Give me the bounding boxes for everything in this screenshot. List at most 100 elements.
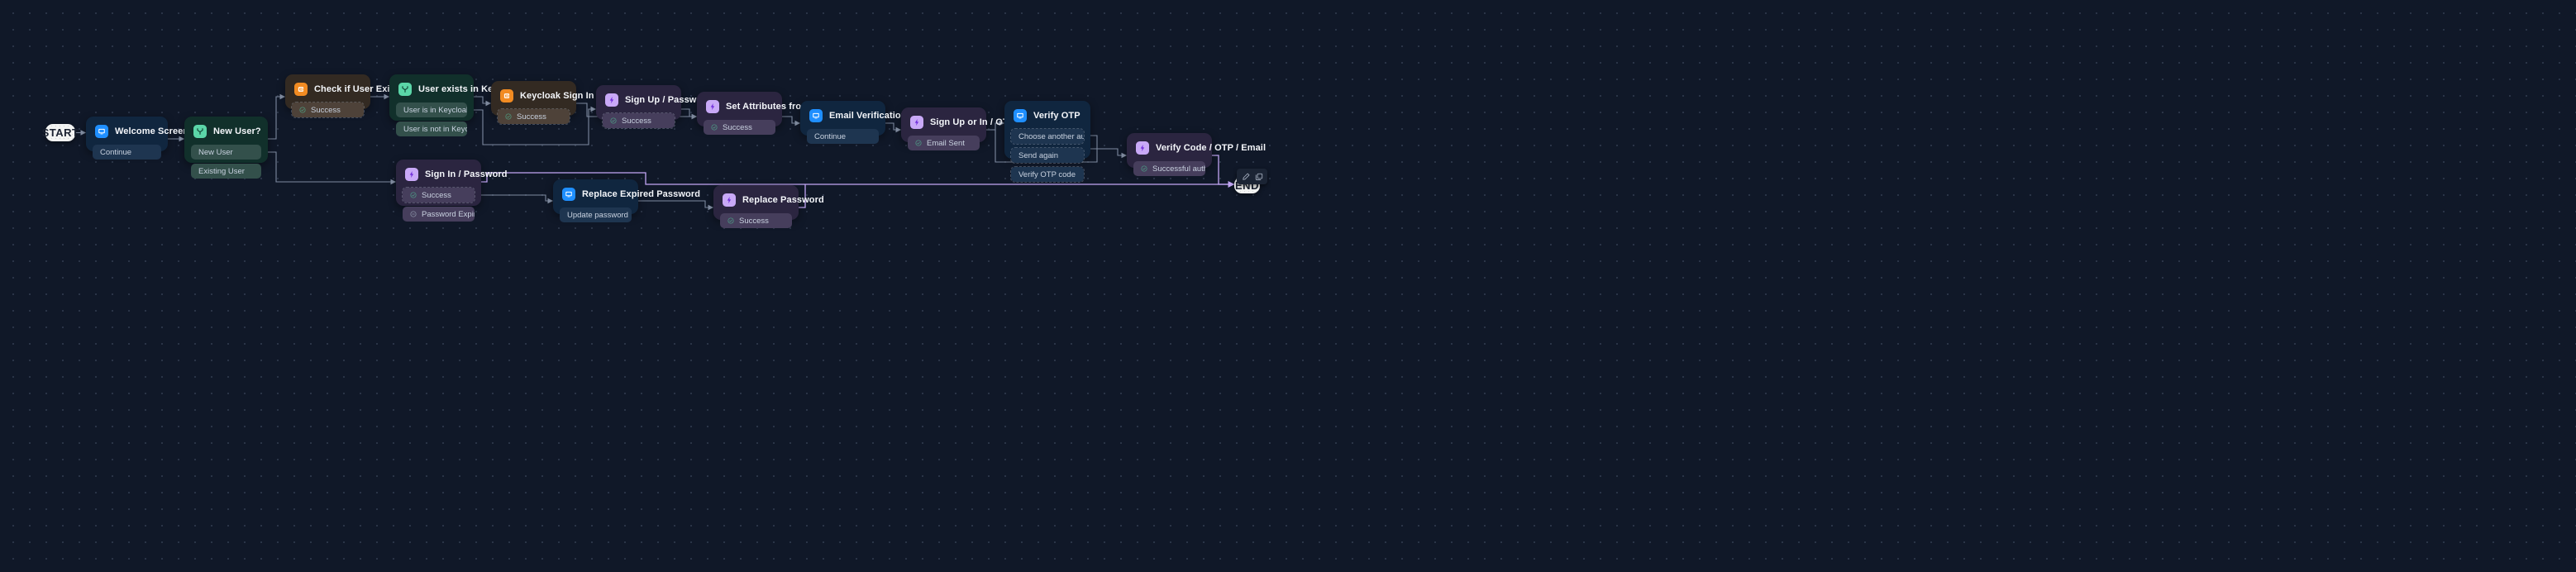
node-row[interactable]: Email Sent <box>908 136 980 150</box>
keycloak-icon <box>500 89 513 102</box>
node-row-label: Success <box>739 216 769 226</box>
node-title: Verify OTP <box>1033 111 1080 121</box>
node-header: Sign In / Password <box>403 166 508 181</box>
check-circle-icon <box>410 192 417 198</box>
node-row-label: Choose another authenticati... <box>1018 131 1084 141</box>
node-title: Sign Up / Password <box>625 95 712 105</box>
node-row[interactable]: Continue <box>93 145 161 160</box>
node-row[interactable]: Send again <box>1010 147 1085 164</box>
node-title: Replace Expired Password <box>582 189 701 199</box>
node-row[interactable]: Success <box>720 213 792 228</box>
node-row[interactable]: Verify OTP code <box>1010 166 1085 183</box>
bolt-icon <box>706 100 719 113</box>
node-row-label: Continue <box>814 131 847 141</box>
screen-icon <box>1014 109 1027 122</box>
node-row-label: Verify OTP code <box>1018 169 1076 179</box>
node-user-exists-in-keycloak[interactable]: User exists in Keycloak? User is in Keycl… <box>389 74 527 136</box>
node-header: User exists in Keycloak? <box>396 81 527 96</box>
node-row[interactable]: New User <box>191 145 261 160</box>
node-header: Sign Up / Password <box>603 92 711 107</box>
node-header: Verify OTP <box>1011 107 1084 122</box>
check-circle-icon <box>505 113 512 120</box>
node-row-label: Update password <box>567 210 628 220</box>
branch-icon <box>193 125 207 138</box>
bolt-icon <box>605 93 618 107</box>
keycloak-icon <box>294 83 308 96</box>
screen-icon <box>562 188 575 201</box>
node-row-label: Password Expired <box>422 209 475 219</box>
node-row[interactable]: Success <box>291 102 365 118</box>
node-row-label: Continue <box>100 147 132 157</box>
node-title: Replace Password <box>742 195 824 205</box>
node-row-label: Success <box>311 105 341 115</box>
node-row-label: New User <box>198 147 233 157</box>
branch-icon <box>398 83 412 96</box>
node-row-label: Success <box>422 190 451 200</box>
bolt-icon <box>405 168 418 181</box>
node-row[interactable]: User is not in Keycloak <box>396 122 467 136</box>
node-header: Check if User Exists in Keycloak <box>292 81 457 96</box>
node-title: Verify Code / OTP / Email <box>1156 143 1267 153</box>
copy-icon[interactable] <box>1253 171 1264 182</box>
node-row[interactable]: Success <box>497 108 570 125</box>
node-header: Replace Password <box>720 192 824 207</box>
node-row-label: User is not in Keycloak <box>403 124 467 134</box>
node-keycloak-sign-in[interactable]: Keycloak Sign In Success <box>491 81 594 125</box>
node-row[interactable]: Password Expired <box>403 207 475 222</box>
node-header: Verify Code / OTP / Email <box>1133 140 1266 155</box>
node-header: Set Attributes from Keycloak <box>704 98 852 113</box>
node-header: Email Verification <box>807 107 906 122</box>
node-title: Email Verification <box>829 111 907 121</box>
node-verify-otp[interactable]: Verify OTP Choose another authenticati...… <box>1004 101 1090 183</box>
bolt-icon <box>1136 141 1149 155</box>
node-header: Replace Expired Password <box>560 186 700 201</box>
node-toolbar[interactable] <box>1237 169 1267 184</box>
node-row[interactable]: Successful authentication <box>1133 161 1205 176</box>
node-row-label: Send again <box>1018 150 1059 160</box>
node-header: Welcome Screen <box>93 123 188 138</box>
node-title: Sign In / Password <box>425 169 508 179</box>
node-row[interactable]: Update password <box>560 207 632 222</box>
screen-icon <box>809 109 823 122</box>
check-circle-icon <box>915 140 922 146</box>
node-title: Welcome Screen <box>115 126 189 136</box>
node-row-label: Success <box>517 112 546 122</box>
node-row[interactable]: Choose another authenticati... <box>1010 128 1085 145</box>
node-row[interactable]: Existing User <box>191 164 261 179</box>
node-row-label: Email Sent <box>927 138 965 148</box>
node-header: Keycloak Sign In <box>498 88 594 102</box>
check-circle-icon <box>727 217 734 224</box>
node-title: Keycloak Sign In <box>520 91 594 101</box>
node-row[interactable]: Continue <box>807 129 879 144</box>
node-row[interactable]: Success <box>602 112 675 129</box>
node-row[interactable]: Success <box>704 120 775 135</box>
bolt-icon <box>723 193 736 207</box>
check-circle-icon <box>610 117 617 124</box>
node-header: New User? <box>191 123 261 138</box>
node-row-label: User is in Keycloak <box>403 105 467 115</box>
start-node[interactable]: START <box>42 124 79 141</box>
pencil-icon[interactable] <box>1240 171 1251 182</box>
node-header: Sign Up or In / OTP / Email <box>908 114 1047 129</box>
node-row-label: Success <box>622 116 651 126</box>
start-label: START <box>41 126 79 139</box>
check-circle-icon <box>1141 165 1147 172</box>
node-row-label: Success <box>723 122 752 132</box>
node-row[interactable]: User is in Keycloak <box>396 102 467 117</box>
minus-circle-icon <box>410 211 417 217</box>
check-circle-icon <box>299 107 306 113</box>
bolt-icon <box>910 116 923 129</box>
node-row[interactable]: Success <box>402 187 475 203</box>
